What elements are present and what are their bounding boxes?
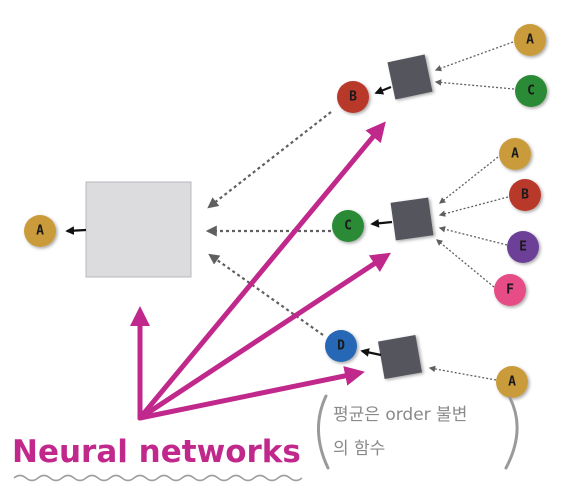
node-mid-f: F [494, 274, 526, 306]
nn-arrow-top [137, 121, 386, 421]
edge-mid-f [435, 239, 495, 288]
title-squiggle [13, 474, 303, 482]
svg-text:D: D [337, 339, 345, 354]
svg-text:C: C [527, 84, 535, 99]
arrow-box-to-a [65, 226, 87, 236]
arrow-box-to-d [360, 348, 382, 357]
small-boxes [377, 54, 434, 380]
node-bot-a: A [496, 366, 528, 398]
note-line-1: 평균은 order 불변 [333, 405, 467, 425]
svg-text:E: E [519, 240, 527, 255]
node-d-mid: D [325, 330, 357, 362]
edge-top-c [434, 79, 515, 90]
node-mid-e: E [507, 231, 539, 263]
edge-mid-b [438, 196, 509, 217]
svg-text:A: A [36, 224, 44, 239]
svg-text:C: C [344, 219, 352, 234]
svg-text:A: A [526, 33, 534, 48]
node-c-mid: C [332, 210, 364, 242]
input-edges [428, 41, 515, 381]
svg-text:A: A [508, 375, 516, 390]
handwritten-note: 평균은 order 불변 의 함수 [316, 394, 519, 470]
nn-arrow-bot [137, 366, 365, 421]
node-top-c: C [515, 75, 547, 107]
edge-b-to-box [207, 111, 332, 209]
node-out-a: A [24, 215, 56, 247]
node-mid-b: B [509, 179, 541, 211]
svg-text:B: B [349, 90, 357, 105]
box-mid [390, 197, 434, 241]
node-top-a: A [514, 24, 546, 56]
edge-d-to-box [208, 253, 324, 336]
aggregate-box [85, 181, 192, 278]
node-mid-a: A [499, 138, 531, 170]
edge-bot-a [428, 365, 497, 381]
edge-mid-e [438, 226, 508, 246]
arrow-box-to-c [370, 218, 393, 228]
edge-top-a [434, 41, 514, 72]
diagram-title: Neural networks [12, 434, 301, 470]
node-b-mid: B [337, 81, 369, 113]
aggregate-edges [205, 111, 332, 336]
note-paren-right [504, 396, 519, 470]
nn-arrow-mid [137, 252, 392, 421]
arrow-box-to-b [374, 85, 392, 95]
box-bot [377, 334, 423, 380]
svg-text:A: A [511, 147, 519, 162]
output-arrows [65, 85, 393, 357]
edge-mid-a [438, 156, 499, 204]
note-line-2: 의 함수 [333, 439, 385, 459]
box-top [387, 54, 433, 100]
note-paren-left [316, 394, 330, 470]
svg-text:F: F [506, 283, 514, 298]
nn-arrows [130, 121, 392, 421]
svg-text:B: B [521, 188, 529, 203]
